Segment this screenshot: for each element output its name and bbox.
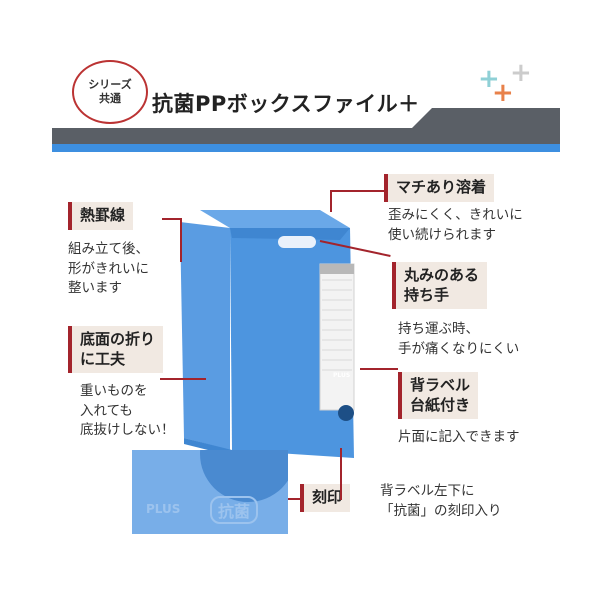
- label-spine-card: 背ラベル 台紙付き: [398, 372, 479, 419]
- page-title: 抗菌PPボックスファイル＋: [152, 92, 420, 116]
- label-line: 持ち手: [404, 285, 450, 304]
- label-heat-crease: 熱罫線: [68, 202, 134, 230]
- desc-line: 持ち運ぶ時、: [398, 321, 479, 337]
- desc-round-handle: 持ち運ぶ時、 手が痛くなりにくい: [398, 320, 519, 359]
- desc-line: 片面に記入できます: [398, 429, 520, 445]
- desc-gusset-weld: 歪みにくく、きれいに 使い続けられます: [388, 206, 523, 245]
- series-badge-line2: 共通: [99, 92, 121, 105]
- plus-decoration-icon: +: [478, 64, 500, 94]
- desc-line: 入れても: [80, 402, 133, 419]
- box-brand-label: PLUS: [333, 372, 351, 379]
- desc-engraving: 背ラベル左下に 「抗菌」の刻印入り: [380, 482, 502, 521]
- desc-line: 手が痛くなりにくい: [398, 340, 520, 357]
- desc-line: 組み立て後、: [68, 241, 149, 257]
- label-line: 背ラベル: [410, 376, 471, 394]
- header-bar-blue: [52, 144, 560, 152]
- connector-line: [288, 498, 300, 500]
- connector-line: [330, 190, 384, 192]
- connector-line: [162, 218, 182, 220]
- desc-line: 整います: [68, 280, 122, 297]
- finger-hole-shape: [200, 450, 288, 502]
- label-line: 丸みのある: [404, 266, 480, 284]
- plus-decoration-icon: +: [510, 58, 532, 88]
- label-line: 底面の折り: [80, 330, 156, 348]
- desc-heat-crease: 組み立て後、 形がきれいに 整います: [68, 240, 149, 299]
- header-bar-dark: [52, 108, 560, 144]
- series-badge: シリーズ 共通: [72, 60, 148, 124]
- desc-line: 形がきれいに: [68, 260, 149, 277]
- inset-brand-text: PLUS: [146, 502, 181, 516]
- connector-line: [330, 190, 332, 212]
- desc-line: 底抜けしない！: [80, 422, 175, 439]
- desc-line: 歪みにくく、きれいに: [388, 207, 523, 223]
- desc-spine-card: 片面に記入できます: [398, 428, 520, 448]
- label-round-handle: 丸みのある 持ち手: [392, 262, 488, 309]
- connector-line: [360, 368, 398, 370]
- plus-decoration-icon: +: [492, 78, 514, 108]
- desc-bottom-fold: 重いものを 入れても 底抜けしない！: [80, 382, 175, 441]
- connector-line: [160, 378, 206, 380]
- label-line: に工夫: [80, 349, 126, 368]
- desc-line: 「抗菌」の刻印入り: [380, 502, 502, 519]
- box-file-illustration: [180, 210, 355, 458]
- label-gusset-weld: マチあり溶着: [384, 174, 495, 202]
- label-line: 台紙付き: [410, 395, 471, 414]
- desc-line: 使い続けられます: [388, 226, 496, 243]
- label-engraving: 刻印: [300, 484, 351, 512]
- desc-line: 重いものを: [80, 383, 148, 399]
- series-badge-line1: シリーズ: [88, 78, 132, 92]
- inset-kanji-stamp: 抗菌: [210, 496, 259, 524]
- connector-line: [180, 218, 182, 262]
- label-bottom-fold: 底面の折り に工夫: [68, 326, 164, 373]
- desc-line: 背ラベル左下に: [380, 483, 475, 499]
- connector-line: [340, 448, 342, 500]
- engraving-closeup: PLUS 抗菌: [132, 450, 288, 534]
